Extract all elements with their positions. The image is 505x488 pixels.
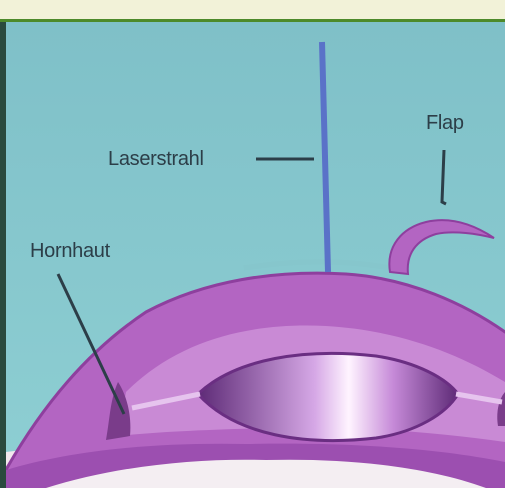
label-laser-beam: Laserstrahl: [108, 148, 204, 171]
label-cornea: Hornhaut: [30, 240, 110, 263]
label-flap: Flap: [426, 112, 464, 135]
top-banner: [0, 0, 505, 22]
lasik-diagram: Laserstrahl Flap Hornhaut: [6, 22, 505, 488]
